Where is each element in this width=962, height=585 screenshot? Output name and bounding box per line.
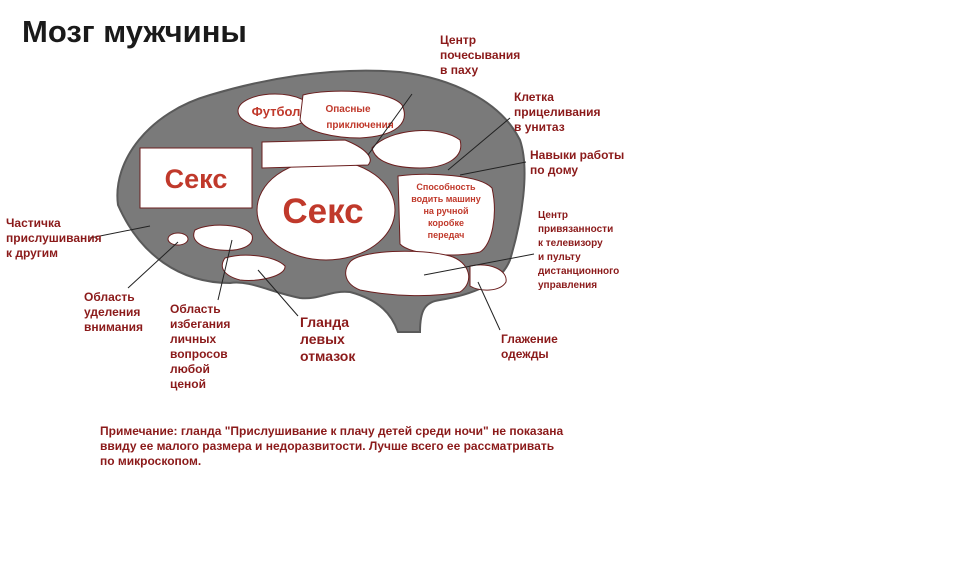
danger-text-1: Опасные bbox=[325, 104, 371, 115]
label-excuses-gland: Гланда левых отмазок bbox=[300, 314, 356, 364]
sex-big-text: Секс bbox=[165, 164, 228, 194]
label-housework: Навыки работы по дому bbox=[530, 148, 625, 177]
driving-text: Способность водить машину на ручной коробке… bbox=[411, 182, 481, 240]
label-listening-particle: Частичка прислушивания к другим bbox=[6, 216, 102, 260]
footnote: Примечание: гланда "Прислушивание к плач… bbox=[100, 424, 564, 468]
region-toilet bbox=[371, 130, 462, 169]
line-tv bbox=[423, 253, 535, 276]
driving-text-line: на ручной bbox=[423, 206, 468, 216]
region-sex-big bbox=[139, 147, 253, 209]
region-tv bbox=[345, 250, 470, 297]
line-housework bbox=[459, 161, 527, 176]
label-tv-center: Центр привязанности к телевизору и пульт… bbox=[538, 210, 620, 291]
label-ironing: Глажение одежды bbox=[501, 332, 558, 361]
line-attention bbox=[127, 241, 179, 289]
region-scratch bbox=[261, 139, 371, 169]
region-danger bbox=[299, 90, 405, 139]
line-ironing bbox=[477, 281, 501, 331]
diagram-title: Мозг мужчины bbox=[22, 14, 247, 49]
pointer-lines bbox=[89, 93, 535, 331]
line-scratch bbox=[367, 93, 413, 156]
driving-text-line: передач bbox=[428, 230, 465, 240]
driving-text-line: Способность bbox=[416, 182, 476, 192]
line-excuses bbox=[257, 269, 299, 317]
region-attention bbox=[167, 232, 189, 246]
label-toilet-cell: Клетка прицеливания в унитаз bbox=[514, 90, 601, 134]
sex-small-text: Секс bbox=[282, 192, 363, 231]
driving-text-line: водить машину bbox=[411, 194, 481, 204]
label-attention-area: Область уделения внимания bbox=[84, 290, 144, 334]
region-avoid bbox=[193, 224, 253, 251]
football-text: Футбол bbox=[252, 104, 301, 119]
label-avoid-area: Область избегания личных вопросов любой … bbox=[170, 302, 231, 391]
driving-text-line: коробке bbox=[428, 218, 464, 228]
line-listening bbox=[89, 225, 151, 239]
danger-text-2: приключения bbox=[326, 120, 393, 131]
label-scratch-center: Центр почесывания в паху bbox=[440, 33, 521, 77]
line-avoid bbox=[217, 239, 233, 301]
line-toilet bbox=[447, 117, 511, 171]
